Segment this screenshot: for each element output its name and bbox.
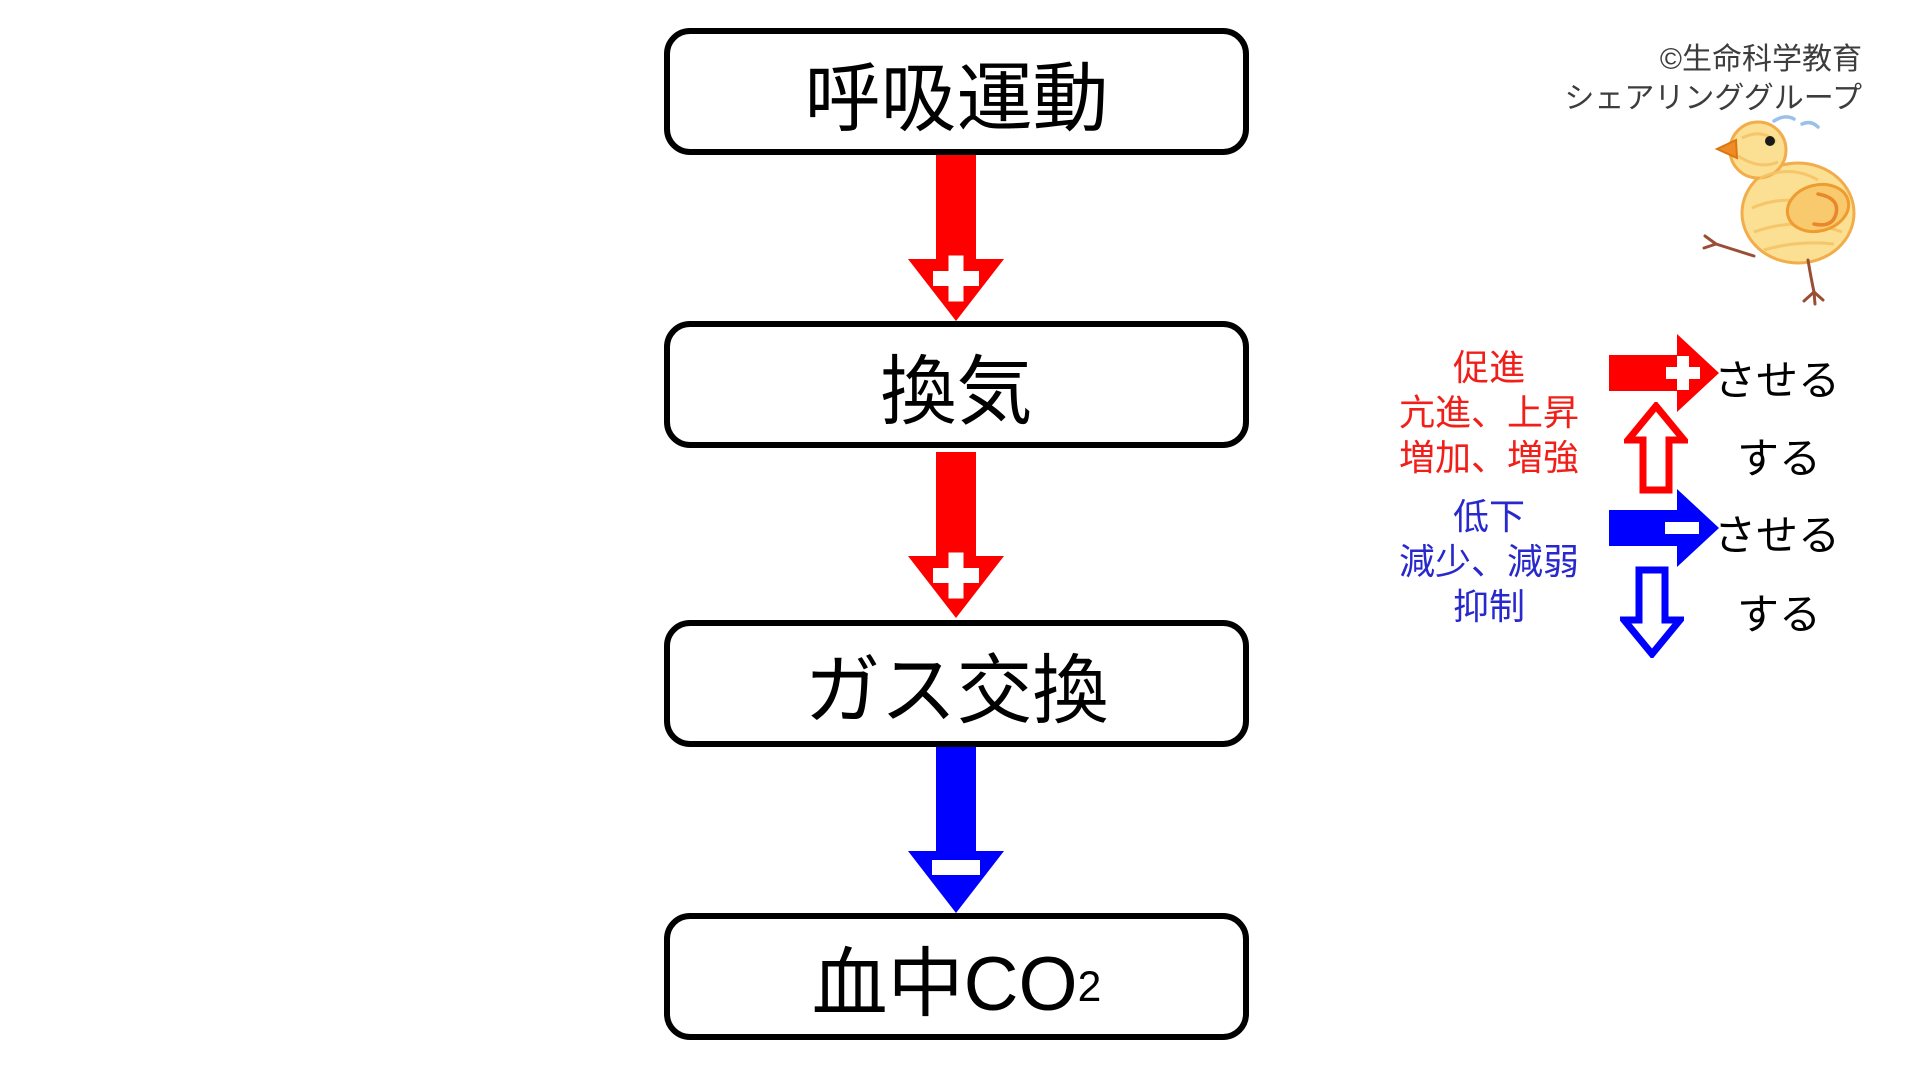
down-arrow-promote-icon <box>908 155 1004 321</box>
chick-doodle <box>1702 115 1856 306</box>
minus-icon <box>932 860 980 875</box>
flow-box-ventilation: 換気 <box>664 321 1249 448</box>
up-arrow-outline-icon <box>1624 402 1688 494</box>
flow-box-label: 呼吸運動 <box>804 56 1109 142</box>
down-arrow-promote-icon <box>908 452 1004 618</box>
credit-line-1: ©生命科学教育 <box>1659 43 1862 76</box>
chick-legs <box>1702 234 1825 306</box>
minus-icon <box>1665 522 1699 534</box>
arrow-shaft <box>936 747 976 859</box>
plus-icon <box>933 552 979 599</box>
flow-box-label: ガス交換 <box>804 648 1109 734</box>
down-arrow-outline-icon <box>1620 566 1684 658</box>
legend-term: 低下 <box>1452 496 1525 537</box>
plus-icon <box>933 255 979 302</box>
eye-icon <box>1765 136 1775 146</box>
flow-box-label: 血中CO <box>811 941 1078 1027</box>
right-arrow-suppress-icon <box>1609 489 1719 567</box>
chick-body <box>1714 120 1856 265</box>
legend-decrease-terms: 低下 減少、減弱 抑制 <box>1373 494 1605 629</box>
legend-increase-terms: 促進 亢進、上昇 増加、増強 <box>1373 345 1605 480</box>
right-arrow-promote-icon <box>1609 334 1719 412</box>
legend-label-saseru: させる <box>1714 357 1841 404</box>
plus-icon <box>1666 356 1700 390</box>
legend-label-suru: する <box>1737 435 1822 482</box>
legend-term: 減少、減弱 <box>1398 541 1579 582</box>
copyright-credit: ©生命科学教育 シェアリンググループ <box>1420 40 1862 118</box>
flow-box-breathing-movement: 呼吸運動 <box>664 28 1249 155</box>
flow-box-gas-exchange: ガス交換 <box>664 620 1249 747</box>
subscript: 2 <box>1077 963 1102 1012</box>
legend-label-saseru: させる <box>1714 512 1841 559</box>
arrow-shaft <box>936 452 976 564</box>
beak-icon <box>1714 138 1739 160</box>
legend-term: 亢進、上昇 <box>1398 392 1579 433</box>
legend-term: 抑制 <box>1452 586 1525 627</box>
arrow-shaft <box>936 155 976 267</box>
down-arrow-suppress-icon <box>908 747 1004 913</box>
flow-box-label: 換気 <box>880 349 1033 435</box>
credit-line-2: シェアリンググループ <box>1564 82 1862 115</box>
legend-label-suru: する <box>1737 591 1822 638</box>
legend-term: 促進 <box>1452 347 1525 388</box>
legend-term: 増加、増強 <box>1398 437 1579 478</box>
